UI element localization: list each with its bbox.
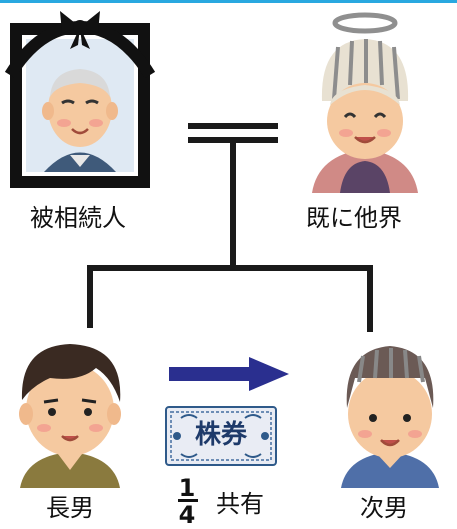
- arrow-right-icon: [169, 357, 289, 391]
- top-accent-rule: [0, 0, 457, 3]
- share-denominator: 4: [178, 501, 196, 529]
- stock-certificate-icon: 株券: [165, 406, 277, 466]
- eldest-son-icon: [19, 344, 121, 488]
- grandmother-icon: [312, 12, 418, 193]
- decedent-label: 被相続人: [30, 204, 126, 232]
- share-suffix-label: 共有: [216, 490, 264, 518]
- deceased-spouse-label: 既に他界: [306, 204, 402, 232]
- fraction-bar: [178, 499, 198, 502]
- second-son-label: 次男: [360, 494, 408, 522]
- halo-icon: [332, 12, 398, 34]
- eldest-son-label: 長男: [46, 494, 94, 522]
- certificate-label: 株券: [194, 420, 247, 450]
- second-son-icon: [341, 346, 439, 488]
- share-numerator: 1: [178, 474, 196, 502]
- memorial-portrait-icon: [4, 11, 156, 188]
